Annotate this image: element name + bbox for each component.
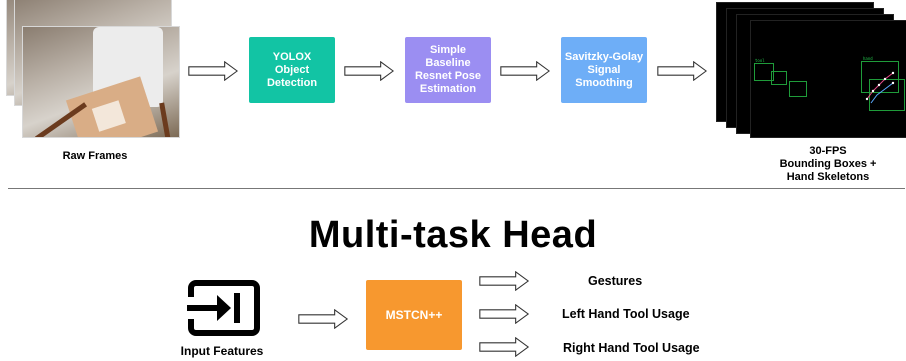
hollow-right-arrow-icon [188, 61, 238, 81]
hollow-right-arrow-icon [500, 61, 550, 81]
hollow-right-arrow-icon [473, 304, 535, 324]
output-gestures-label: Gestures [588, 274, 643, 288]
output-frames-stack: tool hand [712, 0, 906, 140]
output-left-hand-label: Left Hand Tool Usage [562, 307, 690, 321]
output-label: 30-FPS Bounding Boxes + Hand Skeletons [779, 145, 877, 183]
hollow-right-arrow-icon [344, 61, 394, 81]
hollow-right-arrow-icon [657, 61, 707, 81]
raw-frames-label: Raw Frames [62, 150, 128, 162]
input-arrow-into-box-icon [187, 280, 260, 336]
input-features-label: Input Features [180, 344, 264, 358]
multi-task-head-title: Multi-task Head [308, 214, 598, 256]
raw-frames-stack [0, 0, 190, 145]
mstcn-model-box: MSTCN++ [366, 280, 462, 350]
raw-frame-front [22, 26, 180, 138]
section-divider [8, 188, 905, 189]
output-right-hand-label: Right Hand Tool Usage [563, 341, 700, 355]
hollow-right-arrow-icon [473, 337, 535, 357]
hollow-right-arrow-icon [473, 271, 535, 291]
output-frame-front: tool hand [750, 20, 906, 138]
hollow-right-arrow-icon [292, 309, 354, 329]
